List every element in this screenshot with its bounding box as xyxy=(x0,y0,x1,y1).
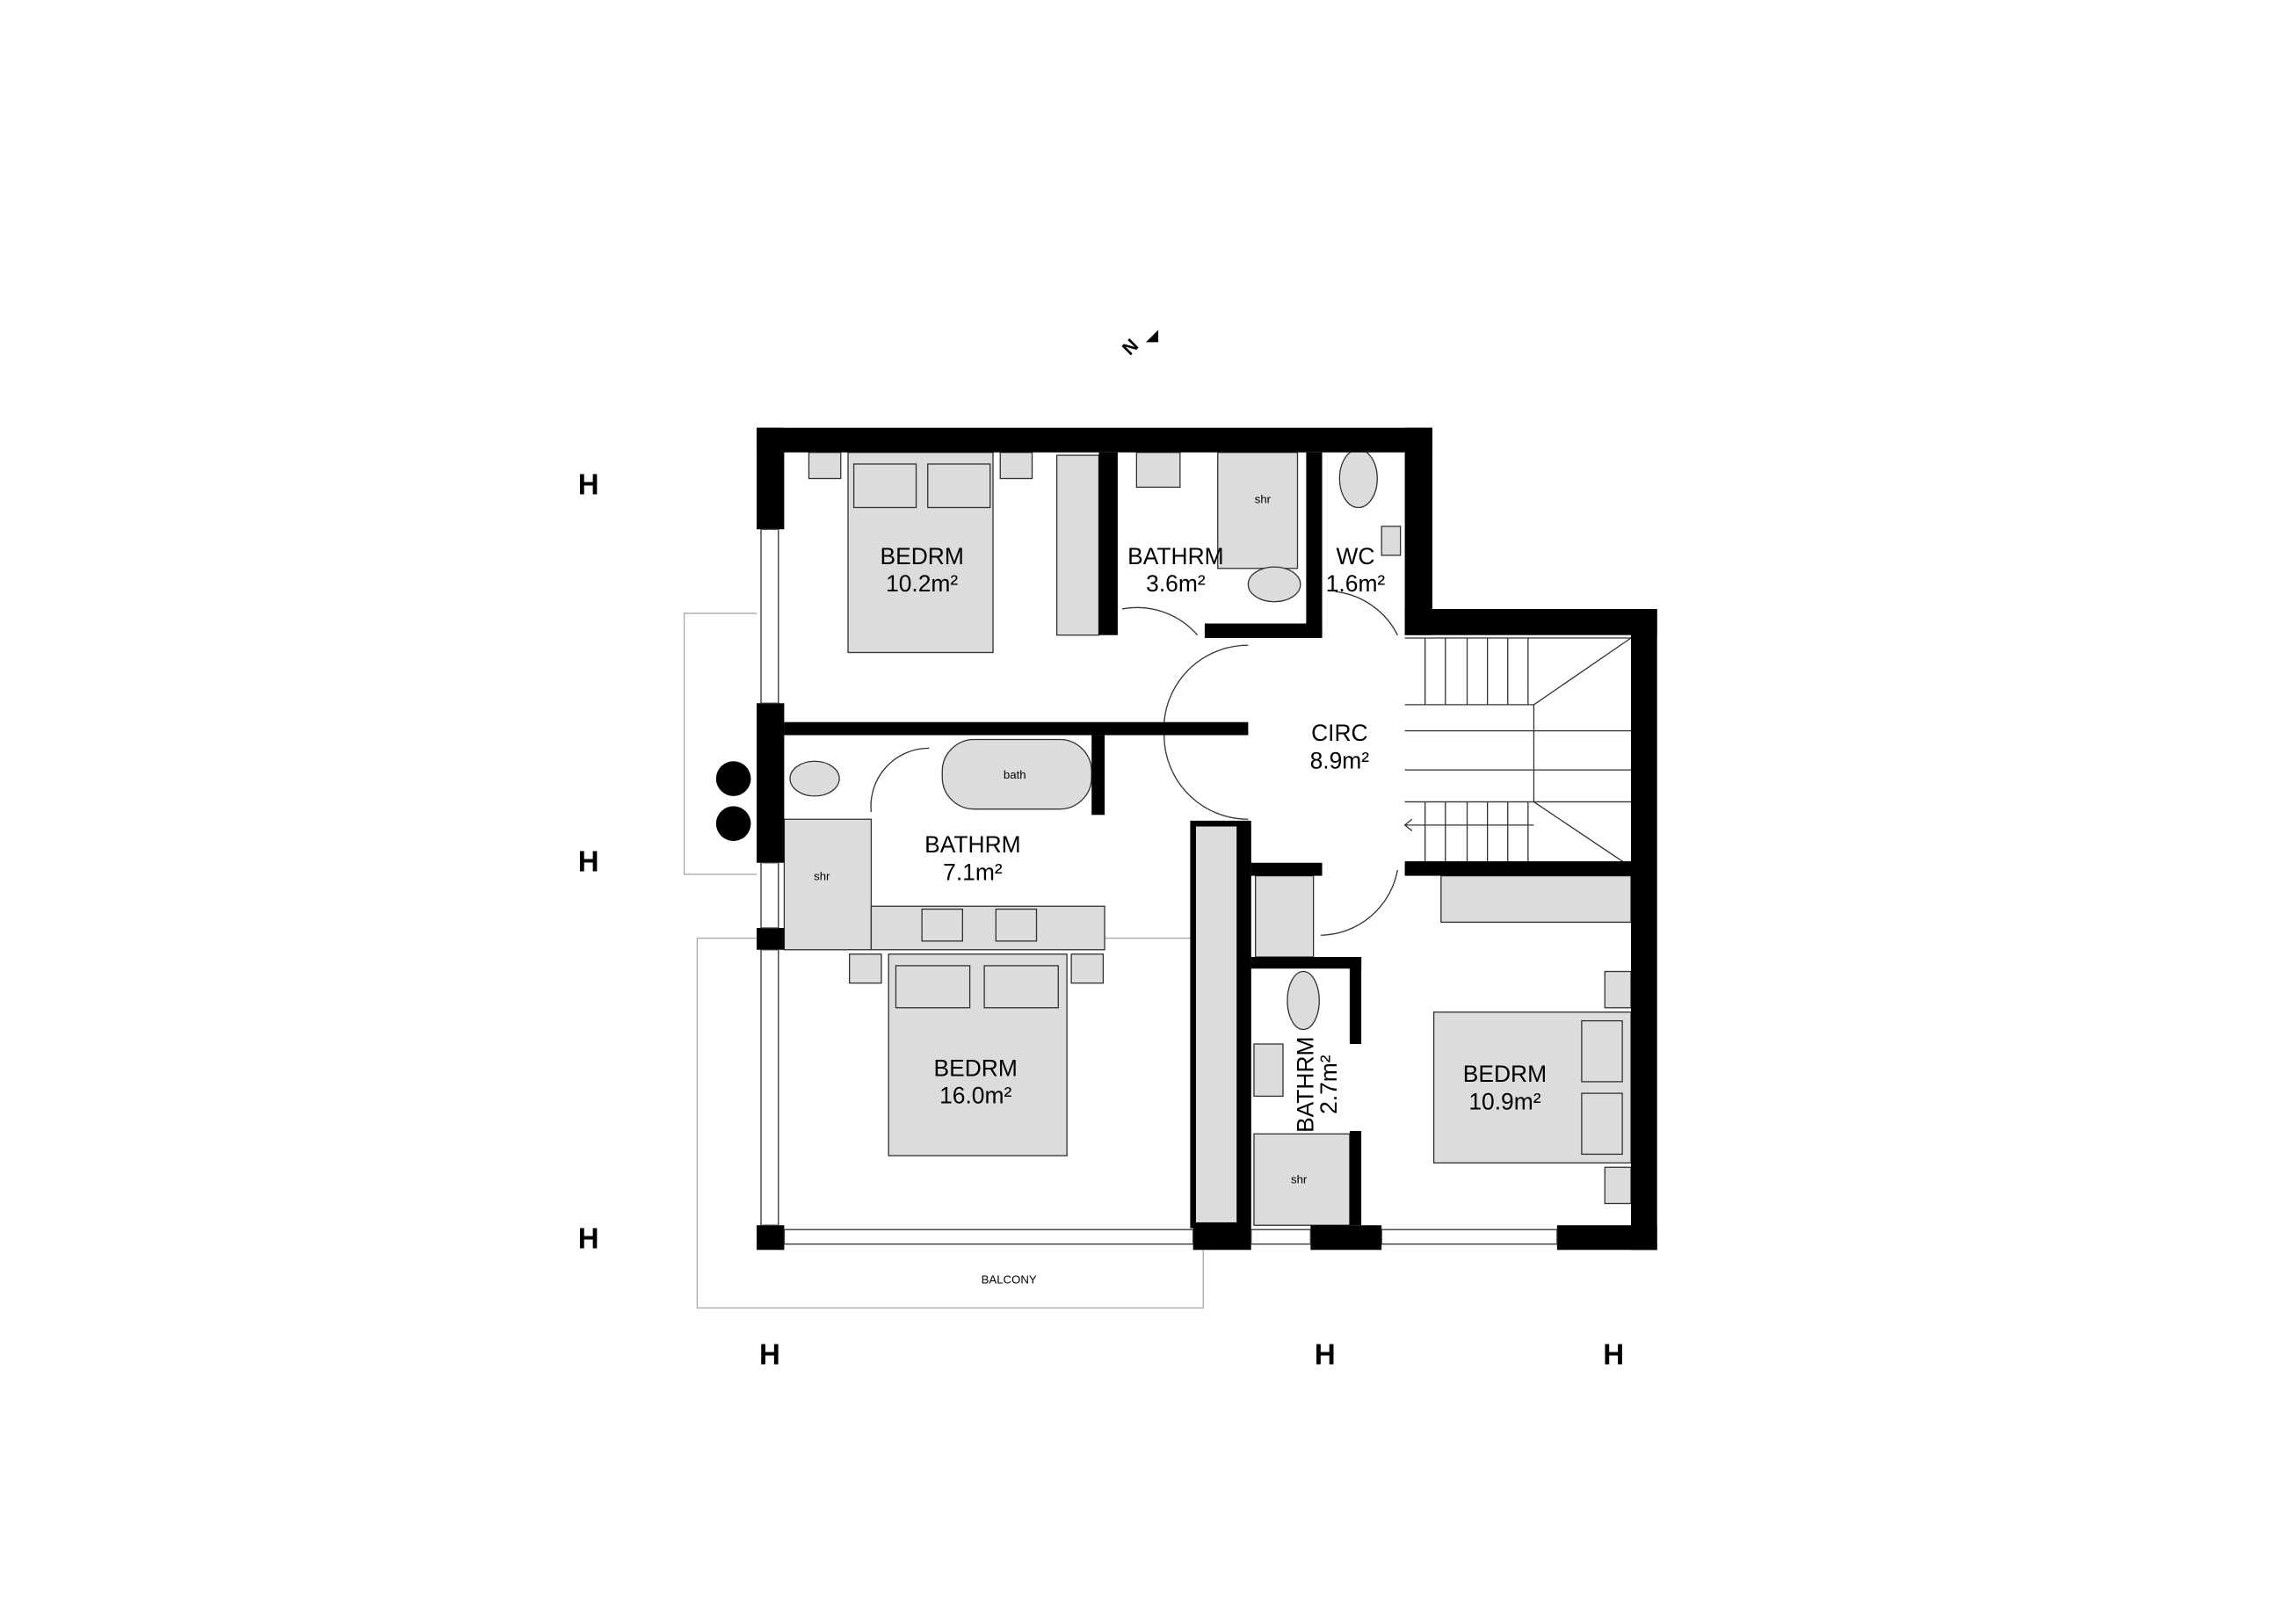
svg-text:7.1m²: 7.1m² xyxy=(943,859,1003,886)
shower-label: shr xyxy=(1255,493,1272,506)
svg-text:BATHRM: BATHRM xyxy=(924,831,1020,858)
bath-label: bath xyxy=(1004,768,1026,781)
shower-label: shr xyxy=(1291,1172,1308,1185)
svg-text:BATHRM: BATHRM xyxy=(1127,543,1223,569)
svg-text:8.9m²: 8.9m² xyxy=(1310,748,1370,774)
room-bathroom-1: BATHRM 3.6m² xyxy=(1127,543,1223,597)
svg-text:WC: WC xyxy=(1337,543,1375,569)
shower-label: shr xyxy=(814,870,830,883)
grid-marker: H xyxy=(759,1338,780,1371)
svg-text:10.2m²: 10.2m² xyxy=(886,570,958,597)
room-bedroom-1: BEDRM 10.2m² xyxy=(880,543,963,597)
svg-text:16.0m²: 16.0m² xyxy=(939,1083,1011,1109)
room-bedroom-2: BEDRM 16.0m² xyxy=(934,1055,1018,1108)
door-swings xyxy=(870,591,1398,936)
windows xyxy=(760,528,1558,1245)
fixtures xyxy=(783,448,1632,1229)
room-bedroom-3: BEDRM 10.9m² xyxy=(1463,1061,1547,1114)
svg-text:N: N xyxy=(1118,335,1142,359)
svg-text:BEDRM: BEDRM xyxy=(934,1055,1018,1081)
staircase xyxy=(1403,637,1632,871)
svg-text:10.9m²: 10.9m² xyxy=(1468,1088,1540,1114)
downpipe-icon xyxy=(715,761,751,796)
grid-marker: H xyxy=(1315,1338,1336,1371)
grid-marker: H xyxy=(578,845,599,878)
north-arrow-icon: N xyxy=(1118,330,1159,359)
grid-marker: H xyxy=(578,1222,599,1255)
svg-text:BATHRM: BATHRM xyxy=(1293,1036,1319,1132)
walls xyxy=(757,427,1657,1251)
svg-text:BEDRM: BEDRM xyxy=(880,543,963,569)
grid-marker: H xyxy=(1603,1338,1624,1371)
svg-text:CIRC: CIRC xyxy=(1311,720,1368,746)
room-circulation: CIRC 8.9m² xyxy=(1310,720,1370,773)
svg-text:1.6m²: 1.6m² xyxy=(1326,570,1386,597)
svg-text:2.7m²: 2.7m² xyxy=(1316,1055,1342,1114)
balcony-label: BALCONY xyxy=(982,1272,1037,1286)
grid-marker: H xyxy=(578,468,599,501)
room-bathroom-3: BATHRM 2.7m² xyxy=(1293,1036,1342,1132)
svg-text:BEDRM: BEDRM xyxy=(1463,1061,1547,1087)
svg-text:3.6m²: 3.6m² xyxy=(1146,570,1206,597)
room-wc: WC 1.6m² xyxy=(1326,543,1386,597)
downpipe-icon xyxy=(715,806,751,841)
side-ledge-outline xyxy=(683,613,757,875)
room-bathroom-2: BATHRM 7.1m² xyxy=(924,831,1020,885)
